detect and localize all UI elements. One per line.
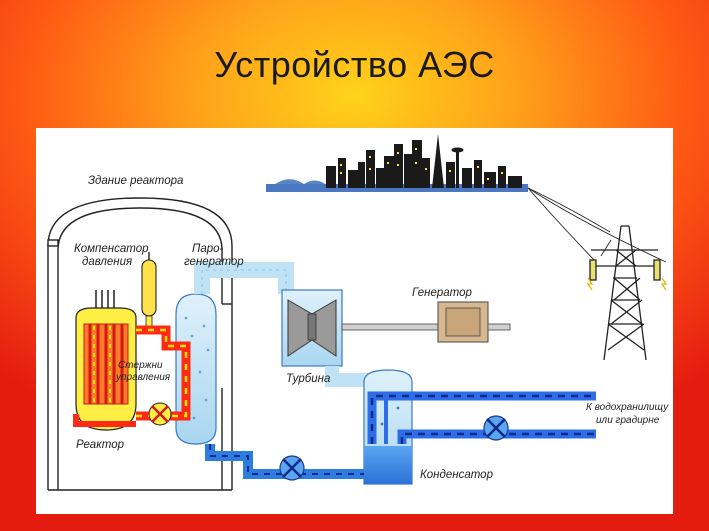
turbine [281, 289, 343, 367]
label-cooling-2: или градирне [596, 415, 660, 426]
label-condenser: Конденсатор [420, 469, 494, 481]
label-pressurizer-1: Компенсатор [74, 243, 149, 255]
primary-pump [148, 402, 172, 426]
label-steam-generator-1: Паро- [192, 243, 224, 255]
label-steam-generator-2: генератор [184, 256, 244, 268]
transmission-tower [586, 225, 668, 361]
label-reactor-building: Здание реактора [88, 175, 183, 187]
cooling-water-loop [367, 391, 596, 444]
feedwater-pump [279, 455, 305, 481]
label-pressurizer-2: давления [82, 256, 132, 268]
label-cooling-1: К водохранилищу [586, 402, 669, 413]
power-lines [527, 187, 667, 263]
cooling-pump [483, 415, 509, 441]
npp-diagram-panel: Здание реактора Компенсатор давления Пар… [36, 128, 673, 514]
primary-coolant-loop [73, 325, 191, 427]
npp-diagram: Здание реактора Компенсатор давления Пар… [47, 134, 669, 491]
pressurizer [141, 252, 157, 333]
label-control-rods-1: Стержни [118, 360, 163, 371]
label-generator: Генератор [412, 287, 473, 299]
steam-line [194, 262, 294, 294]
slide-title: Устройство АЭС [214, 44, 495, 85]
generator-shaft [341, 301, 511, 343]
label-reactor: Реактор [76, 439, 125, 451]
city-skyline [266, 134, 528, 192]
label-turbine: Турбина [286, 373, 330, 385]
label-control-rods-2: управления [115, 372, 171, 383]
reactor-vessel [75, 307, 137, 431]
